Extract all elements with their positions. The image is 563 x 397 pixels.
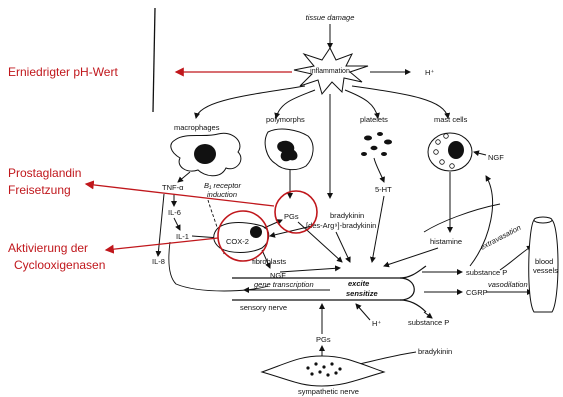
pg-annotation-line2: Freisetzung	[8, 183, 71, 197]
sympathetic-nerve	[262, 356, 384, 386]
mast-cells-label: mast cells	[434, 115, 468, 124]
ph-annotation: Erniedrigter pH-Wert	[8, 65, 118, 79]
excite-label: excite	[348, 279, 369, 288]
tnf-label: TNF-α	[162, 183, 184, 192]
blood-vessel-top	[534, 217, 552, 223]
platelets-label: platelets	[360, 115, 388, 124]
cgrp-label: CGRP	[466, 288, 488, 297]
ngf-to-nerve	[280, 268, 340, 272]
b1-receptor-label-2: induction	[207, 190, 237, 199]
bradykinin-to-excite	[336, 232, 350, 262]
histamine-label: histamine	[430, 237, 462, 246]
mast-cell-nucleus	[448, 141, 464, 159]
sensory-nerve-label: sensory nerve	[240, 303, 287, 312]
b1-receptor-label-1: B₁ receptor	[204, 181, 241, 190]
pgs-lower-label: PGs	[316, 335, 331, 344]
bradykinin-lower-label: bradykinin	[418, 347, 452, 356]
pg-annotation-line1: Prostaglandin	[8, 166, 81, 180]
macrophage-to-tnf	[178, 172, 190, 182]
ngf-label-mid: NGF	[270, 271, 286, 280]
cox-annotation-line2: Cyclooxigenasen	[14, 258, 105, 272]
top-divider-line	[153, 8, 155, 112]
substance-p-label-lower: substance P	[408, 318, 449, 327]
5ht-label: 5-HT	[375, 185, 392, 194]
macrophage-nucleus	[194, 144, 216, 164]
il6-label: IL-6	[168, 208, 181, 217]
cox-annotation-line1: Aktivierung der	[8, 241, 88, 255]
h-plus-lower-label: H⁺	[372, 319, 381, 328]
extravasation-label: extravasation	[479, 223, 523, 252]
inflammation-to-platelets-arc	[345, 90, 378, 118]
sensitize-label: sensitize	[346, 289, 378, 298]
platelets-cluster	[361, 132, 392, 156]
histamine-to-excite	[384, 248, 438, 266]
h-plus-label: H⁺	[425, 68, 434, 77]
fibroblasts-label: fibroblasts	[252, 257, 286, 266]
sensory-nerve-upper	[232, 266, 426, 278]
sympathetic-nerve-label: sympathetic nerve	[298, 387, 359, 396]
substance-p-to-mastcell	[470, 176, 493, 266]
polymorphs-label: polymorphs	[266, 115, 305, 124]
blood-vessels-label-1: blood	[535, 257, 553, 266]
blood-vessels-label-2: vessels	[533, 266, 558, 275]
il6-to-il1	[174, 218, 180, 230]
h-plus-to-nerve	[356, 304, 370, 320]
inflammation-to-polymorphs-arc	[276, 90, 315, 118]
inflammation-label: inflammation	[310, 68, 350, 75]
ngf-label-top: NGF	[488, 153, 504, 162]
vasodilation-label: vasodilation	[488, 280, 528, 289]
tnf-to-il8	[158, 194, 164, 256]
il8-label: IL-8	[152, 257, 165, 266]
sensory-nerve-terminal	[400, 278, 414, 300]
cox2-label: COX-2	[226, 237, 249, 246]
macrophages-label: macrophages	[174, 123, 220, 132]
pgs-label: PGs	[284, 212, 299, 221]
tissue-damage-label: tissue damage	[306, 13, 355, 22]
ngf-to-mastcell-arrow	[474, 152, 486, 155]
bradykinin-label: bradykinin	[330, 211, 364, 220]
il1-label: IL-1	[176, 232, 189, 241]
gene-transcription-label: gene transcription	[254, 280, 314, 289]
platelets-to-5ht	[374, 158, 384, 182]
inflammation-to-mastcells-arc	[352, 86, 448, 118]
substance-p-to-vessels	[500, 246, 532, 270]
des-arg-bradykinin-label: [des-Arg⁹]-bradykinin	[306, 221, 376, 230]
fibroblast-nucleus	[250, 226, 262, 238]
cox-annotation-arrow	[106, 238, 218, 250]
